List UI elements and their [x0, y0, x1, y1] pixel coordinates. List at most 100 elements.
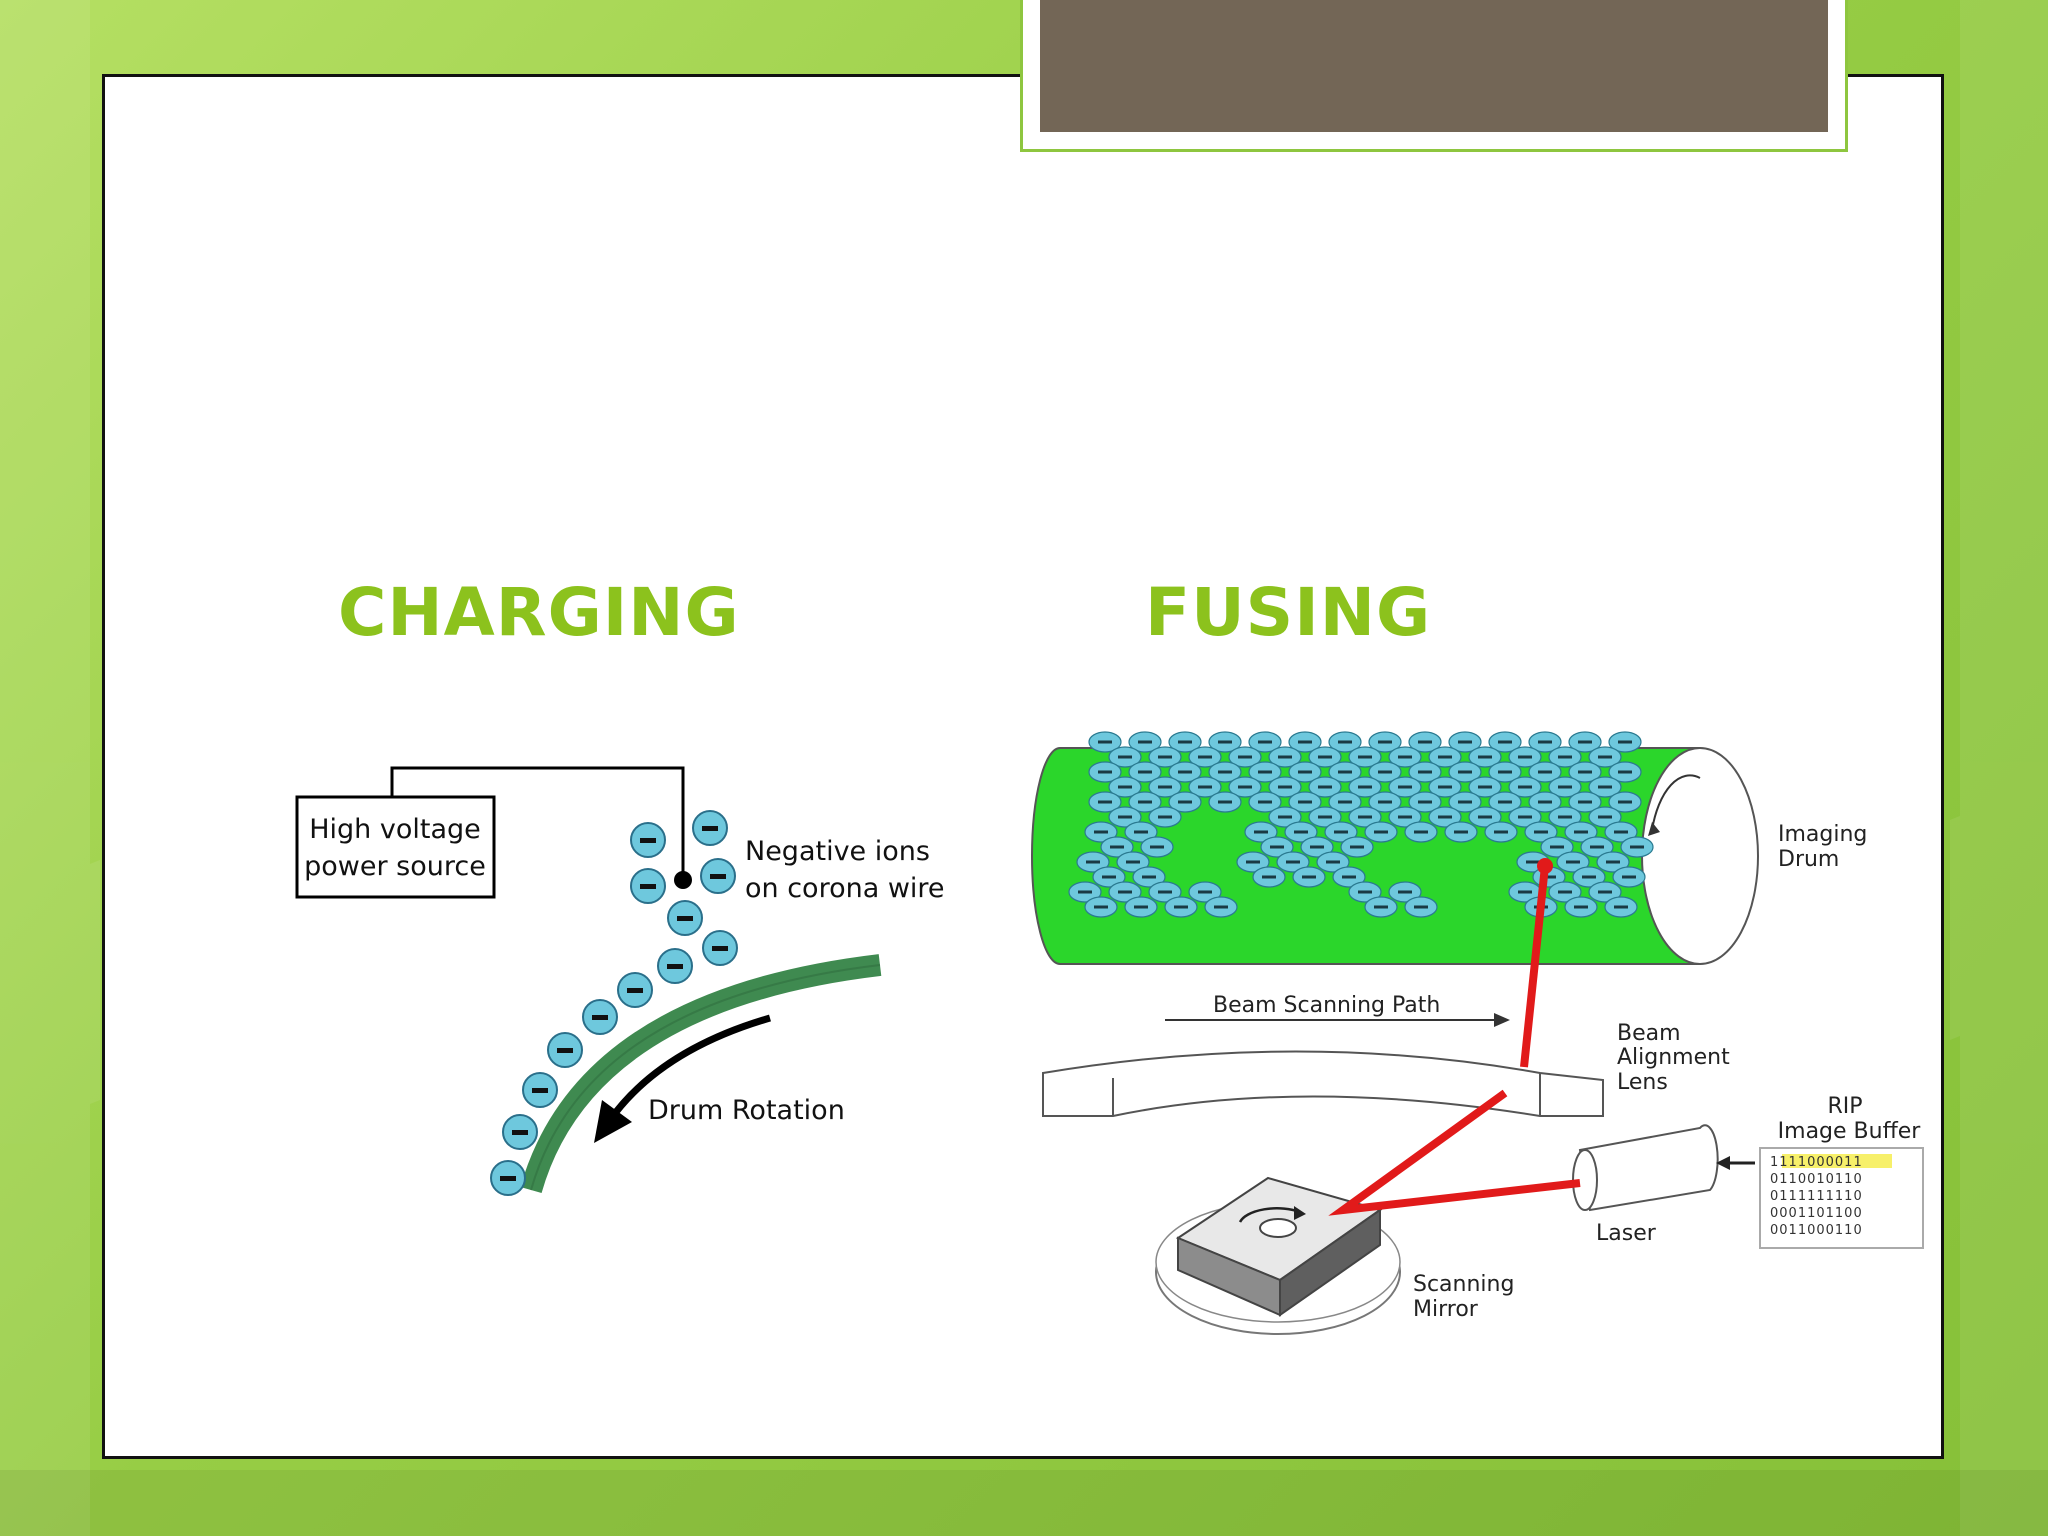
- buffer-row: 1111000011: [1770, 1155, 1863, 1170]
- drum-ion-sign: [1498, 800, 1512, 804]
- drum-ion-sign: [1618, 800, 1632, 804]
- drum-ion-sign: [1158, 815, 1172, 819]
- drum-ion-sign: [1542, 875, 1556, 879]
- drum-ion-sign: [1398, 755, 1412, 759]
- drum-ion-sign: [1178, 740, 1192, 744]
- scanning-mirror-side-right: [1279, 1208, 1381, 1317]
- drum-ion-sign: [1358, 785, 1372, 789]
- scanning-mirror-label-1: Scanning: [1413, 1272, 1514, 1297]
- buffer-row: 0110010110: [1770, 1172, 1863, 1187]
- drum-ion-sign: [1378, 800, 1392, 804]
- drum-ion-sign: [1598, 815, 1612, 819]
- drum-ion-sign: [1158, 755, 1172, 759]
- drum-ion-sign: [1518, 755, 1532, 759]
- power-source-label-2: power source: [304, 851, 486, 882]
- negative-sign: [500, 1176, 516, 1181]
- drum-ion-sign: [1218, 770, 1232, 774]
- rip-label-2: Image Buffer: [1778, 1119, 1922, 1144]
- drum-ion-sign: [1158, 890, 1172, 894]
- drum-ion-sign: [1326, 860, 1340, 864]
- drum-ion-sign: [1538, 800, 1552, 804]
- drum-ion-sign: [1398, 815, 1412, 819]
- drum-ion-sign: [1318, 755, 1332, 759]
- drum-ion-sign: [1118, 815, 1132, 819]
- scanning-mirror-label-2: Mirror: [1413, 1297, 1479, 1322]
- rip-buffer-highlight: [1782, 1154, 1892, 1168]
- drum-ion-sign: [1606, 860, 1620, 864]
- drum-rotation-indicator-head: [1648, 822, 1660, 836]
- drum-ion-sign: [1218, 800, 1232, 804]
- drum-ion-sign: [1526, 860, 1540, 864]
- drum-ion-sign: [1478, 785, 1492, 789]
- drum-ion-sign: [1262, 875, 1276, 879]
- title-placeholder: [1040, 0, 1828, 132]
- drum-ion-sign: [1218, 740, 1232, 744]
- imaging-drum-label-1: Imaging: [1778, 822, 1867, 847]
- drum-ion-sign: [1078, 890, 1092, 894]
- drum-ion-sign: [1134, 830, 1148, 834]
- drum-ion-sign: [1126, 860, 1140, 864]
- drum-ion-sign: [1378, 770, 1392, 774]
- buffer-row: 0111111110: [1770, 1189, 1863, 1204]
- drum-ion-sign: [1150, 845, 1164, 849]
- negative-sign: [640, 884, 656, 889]
- negative-sign: [532, 1088, 548, 1093]
- drum-ion-sign: [1102, 875, 1116, 879]
- drum-ion-sign: [1254, 830, 1268, 834]
- laser-body: [1578, 1124, 1719, 1212]
- laser-beam: [1328, 1089, 1581, 1216]
- rip-arrowhead: [1716, 1156, 1730, 1170]
- drum-ion-sign: [1558, 785, 1572, 789]
- drum-ion-sign: [1574, 830, 1588, 834]
- drum-ion-sign: [1318, 785, 1332, 789]
- drum-ion-sign: [1630, 845, 1644, 849]
- drum-ion-sign: [1258, 740, 1272, 744]
- drum-ion-sign: [1310, 845, 1324, 849]
- drum-ion-sign: [1298, 800, 1312, 804]
- drum-ion-sign: [1302, 875, 1316, 879]
- drum-ion-sign: [1498, 740, 1512, 744]
- lens-label-3: Lens: [1617, 1070, 1668, 1095]
- drum-ion-sign: [1478, 755, 1492, 759]
- drum-ion-sign: [1398, 785, 1412, 789]
- drum-ion-sign: [1138, 800, 1152, 804]
- negative-ions-label-1: Negative ions: [745, 836, 930, 867]
- laser-beam-drum-point: [1537, 858, 1553, 874]
- drum-ion-sign: [1618, 770, 1632, 774]
- drum-ion-sign: [1518, 890, 1532, 894]
- rip-label-1: RIP: [1827, 1094, 1862, 1119]
- drum-ion-sign: [1258, 770, 1272, 774]
- drum-ion-sign: [1582, 875, 1596, 879]
- drum-ion-sign: [1238, 785, 1252, 789]
- drum-ion-sign: [1294, 830, 1308, 834]
- drum-ion-sign: [1494, 830, 1508, 834]
- drum-ion-sign: [1298, 770, 1312, 774]
- negative-sign: [710, 874, 726, 879]
- fusing-heading: FUSING: [1145, 574, 1432, 651]
- drum-ion-sign: [1246, 860, 1260, 864]
- drum-ion-sign: [1478, 815, 1492, 819]
- drum-ion-sign: [1418, 800, 1432, 804]
- buffer-row: 0001101100: [1770, 1206, 1863, 1221]
- drum-ion-sign: [1338, 740, 1352, 744]
- drum-ion-sign: [1578, 770, 1592, 774]
- drum-ion-sign: [1578, 800, 1592, 804]
- negative-sign: [677, 916, 693, 921]
- drum-ion-sign: [1118, 785, 1132, 789]
- beam-alignment-lens: [1042, 1050, 1604, 1117]
- drum-ions: [1068, 731, 1654, 918]
- negative-sign: [667, 964, 683, 969]
- drum-ion-sign: [1278, 755, 1292, 759]
- power-source-box: [295, 795, 496, 899]
- lens-label-1: Beam: [1617, 1021, 1681, 1046]
- drum-ion-sign: [1358, 815, 1372, 819]
- drum-ion-sign: [1438, 785, 1452, 789]
- drum-ion-sign: [1258, 800, 1272, 804]
- beam-scanning-path-arrowhead: [1494, 1013, 1510, 1027]
- drum-ion-sign: [1174, 905, 1188, 909]
- drum-ion-sign: [1538, 740, 1552, 744]
- drum-ion-sign: [1098, 740, 1112, 744]
- drum-ion-sign: [1178, 770, 1192, 774]
- drum-ion-sign: [1598, 755, 1612, 759]
